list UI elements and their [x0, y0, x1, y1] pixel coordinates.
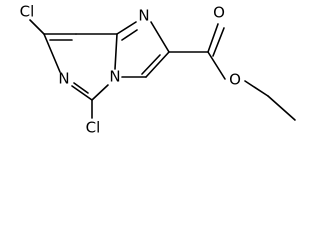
bond-c8a-n1 — [116, 21, 137, 35]
atom-label-n-pyrimidine: N — [58, 70, 69, 88]
bond-cl-c7 — [29, 19, 45, 35]
bond-c8a-n1-second — [121, 29, 138, 41]
bond-c5-n6-second — [73, 82, 89, 94]
bond-n6-c7 — [43, 33, 61, 73]
bond-c2-c3 — [145, 51, 170, 78]
bond-n4-c8a — [114, 33, 118, 70]
bond-carboxyl-o — [207, 51, 226, 80]
atom-labels: Cl N O N N O Cl — [20, 3, 241, 137]
atom-label-cl-top: Cl — [20, 3, 35, 21]
bond-c2-c3-second — [141, 54, 161, 75]
atom-label-o-ester: O — [229, 71, 241, 89]
atom-label-n-imidazole: N — [138, 7, 149, 25]
bond-ch2-ch3 — [267, 95, 296, 121]
bond-carbonyl-second — [212, 27, 225, 57]
bond-carbonyl — [207, 23, 219, 53]
atom-label-cl-bottom: Cl — [86, 119, 101, 137]
bond-c5-n6 — [71, 85, 93, 101]
atom-label-n-bridge: N — [109, 68, 120, 86]
bond-n1-c2 — [150, 21, 170, 53]
molecule-structure: Cl N O N N O Cl — [20, 3, 296, 137]
bond-lines — [29, 19, 296, 121]
bond-n4-c5 — [91, 84, 109, 101]
atom-label-o-carbonyl: O — [213, 4, 225, 22]
bond-o-ch2 — [244, 80, 269, 97]
